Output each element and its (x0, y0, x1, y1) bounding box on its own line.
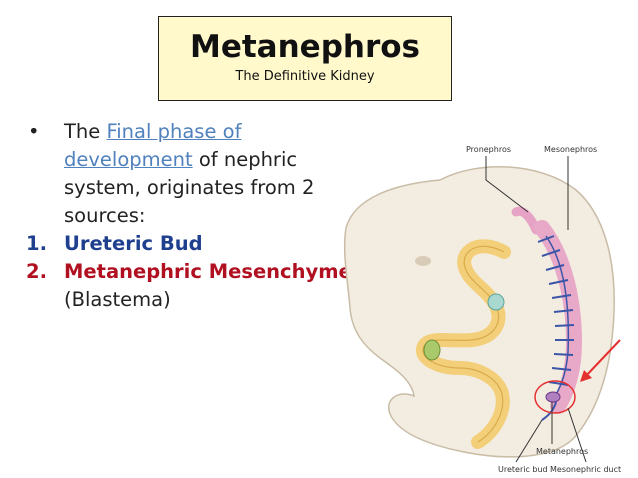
title-box: Metanephros The Definitive Kidney (158, 16, 452, 101)
source-item-2: 2. Metanephric Mesenchyme (26, 258, 366, 286)
pronephros-label: Pronephros (466, 145, 511, 154)
mesonephric-duct-label: Mesonephric duct (550, 465, 621, 474)
mesonephric-duct-line (545, 235, 570, 401)
slide-subtitle: The Definitive Kidney (235, 69, 375, 84)
source-item-1: 1. Ureteric Bud (26, 230, 366, 258)
slide-title: Metanephros (189, 29, 420, 65)
eye-spot-shape (415, 256, 431, 266)
bullet-item: • The Final phase of development of neph… (26, 118, 366, 230)
final-phase-link[interactable]: Final phase of development (64, 120, 242, 171)
gut-tube-outline (422, 245, 505, 443)
source-text-2: Metanephric Mesenchyme (64, 260, 352, 283)
bullet-suffix: of nephric system, originates from 2 sou… (64, 148, 315, 227)
slide-content: • The Final phase of development of neph… (26, 118, 366, 314)
ureteric-bud-leader (515, 419, 543, 463)
bullet-marker: • (28, 120, 40, 143)
ureteric-bud-label: Ureteric bud (498, 465, 548, 474)
yolk-stalk-shape (423, 339, 441, 361)
mesonephros-label: Mesonephros (544, 145, 597, 154)
source-text-1: Ureteric Bud (64, 232, 203, 255)
bullet-prefix: The (64, 120, 107, 143)
metanephros-shape (545, 391, 561, 403)
source-number-1: 1. (26, 232, 47, 255)
mesonephros-shape (534, 220, 583, 414)
embryo-diagram: Pronephros Mesonephros Metanephros Urete… (343, 145, 621, 474)
mesonephric-duct-leader (567, 407, 587, 463)
red-arrow-line (583, 339, 621, 379)
mesonephric-tubules (537, 235, 575, 386)
highlight-circle (534, 380, 576, 414)
liver-bud-shape (487, 293, 505, 311)
source-number-2: 2. (26, 260, 47, 283)
source-continuation: (Blastema) (64, 288, 171, 311)
red-arrow-head (580, 370, 592, 382)
pronephros-leader (485, 156, 529, 213)
metanephros-label: Metanephros (536, 447, 588, 456)
